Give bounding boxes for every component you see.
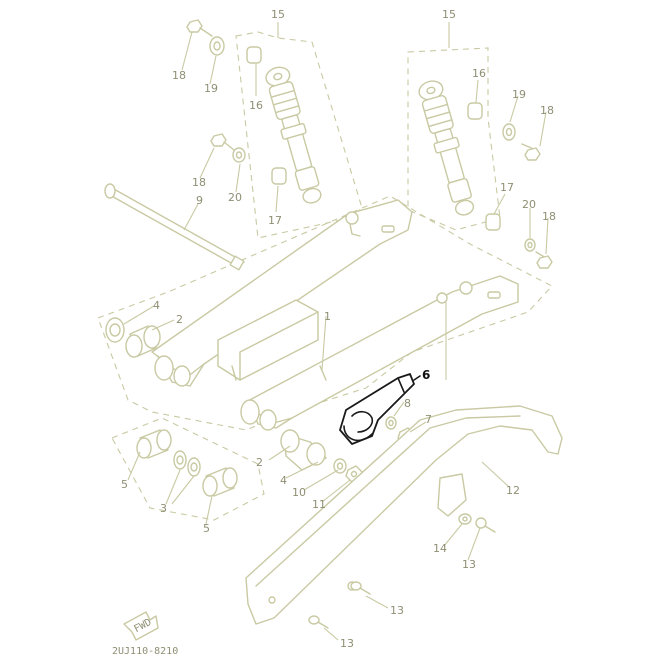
callout-3: 3	[160, 502, 167, 515]
callout-12: 12	[506, 484, 520, 497]
spacer-5-lower	[202, 467, 238, 497]
callout-18-c: 18	[540, 104, 554, 117]
callout-13-mid: 13	[390, 604, 404, 617]
bushing-17-right	[485, 213, 501, 231]
callout-2-left: 2	[176, 313, 183, 326]
callout-11: 11	[312, 498, 326, 511]
leader-lines	[123, 22, 549, 641]
washer-20-right	[524, 238, 536, 252]
callout-19-left: 19	[204, 82, 218, 95]
callout-18-a: 18	[172, 69, 186, 82]
callout-20-right: 20	[522, 198, 536, 211]
callout-15-left: 15	[271, 8, 285, 21]
collar-2-right	[280, 429, 327, 471]
callout-9: 9	[196, 194, 203, 207]
shock-group-right-outline	[407, 47, 501, 231]
chain-case	[245, 405, 563, 625]
callout-16-right: 16	[472, 67, 486, 80]
bolt-18-top-left	[186, 19, 213, 37]
washer-14	[458, 513, 472, 525]
lower-parts-outline	[111, 417, 265, 521]
callout-13-right: 13	[462, 558, 476, 571]
callout-5-right: 5	[203, 522, 210, 535]
callout-4-right: 4	[280, 474, 287, 487]
shock-group-left-outline	[235, 31, 363, 239]
bolt-18-lower-right	[535, 251, 553, 269]
swingarm	[151, 199, 519, 429]
callout-4-left: 4	[153, 299, 160, 312]
callout-15-right: 15	[442, 8, 456, 21]
callout-2-right: 2	[256, 456, 263, 469]
pivot-boss-right	[240, 399, 277, 431]
washer-20-left	[232, 147, 246, 163]
callout-17-right: 17	[500, 181, 514, 194]
washer-10	[333, 458, 347, 474]
bushing-16-right	[467, 102, 483, 120]
shock-absorber-left	[265, 66, 322, 204]
part-6-highlighted	[339, 373, 421, 445]
callout-5-left: 5	[121, 478, 128, 491]
washer-19-right	[502, 123, 516, 141]
bolt-18-mid-left	[210, 133, 235, 151]
callout-labels: 15 15 16 16 17 17 18 18 18 18 19 19 20 2…	[121, 8, 556, 650]
callout-17-left: 17	[268, 214, 282, 227]
washers-3	[173, 450, 201, 477]
callout-18-b: 18	[192, 176, 206, 189]
callout-8: 8	[404, 397, 411, 410]
screw-13-mid	[350, 581, 371, 595]
bolt-18-upper-right	[521, 143, 541, 161]
diagram-code: 2UJ110-8210	[112, 646, 178, 657]
spacer-5-upper	[136, 429, 172, 459]
callout-20-left: 20	[228, 191, 242, 204]
pivot-axle	[104, 183, 245, 271]
callout-7: 7	[425, 413, 432, 426]
callout-18-d: 18	[542, 210, 556, 223]
washer-19-left	[209, 36, 225, 56]
screw-13-right	[475, 517, 496, 533]
bushing-17-left	[271, 167, 287, 185]
collar-2-left	[125, 325, 161, 358]
callout-19-right: 19	[512, 88, 526, 101]
screw-13-low	[308, 615, 329, 629]
pivot-boss-left	[154, 355, 191, 387]
bushing-4-left	[105, 317, 125, 343]
callout-6: 6	[422, 368, 430, 382]
callout-10: 10	[292, 486, 306, 499]
washer-8	[385, 416, 397, 430]
callout-1: 1	[324, 310, 331, 323]
fwd-arrow-icon: FWD	[123, 611, 159, 641]
callout-14: 14	[433, 542, 447, 555]
shock-absorber-right	[418, 80, 475, 216]
bushing-16-left	[246, 46, 262, 64]
callout-13-low: 13	[340, 637, 354, 650]
callout-16-left: 16	[249, 99, 263, 112]
